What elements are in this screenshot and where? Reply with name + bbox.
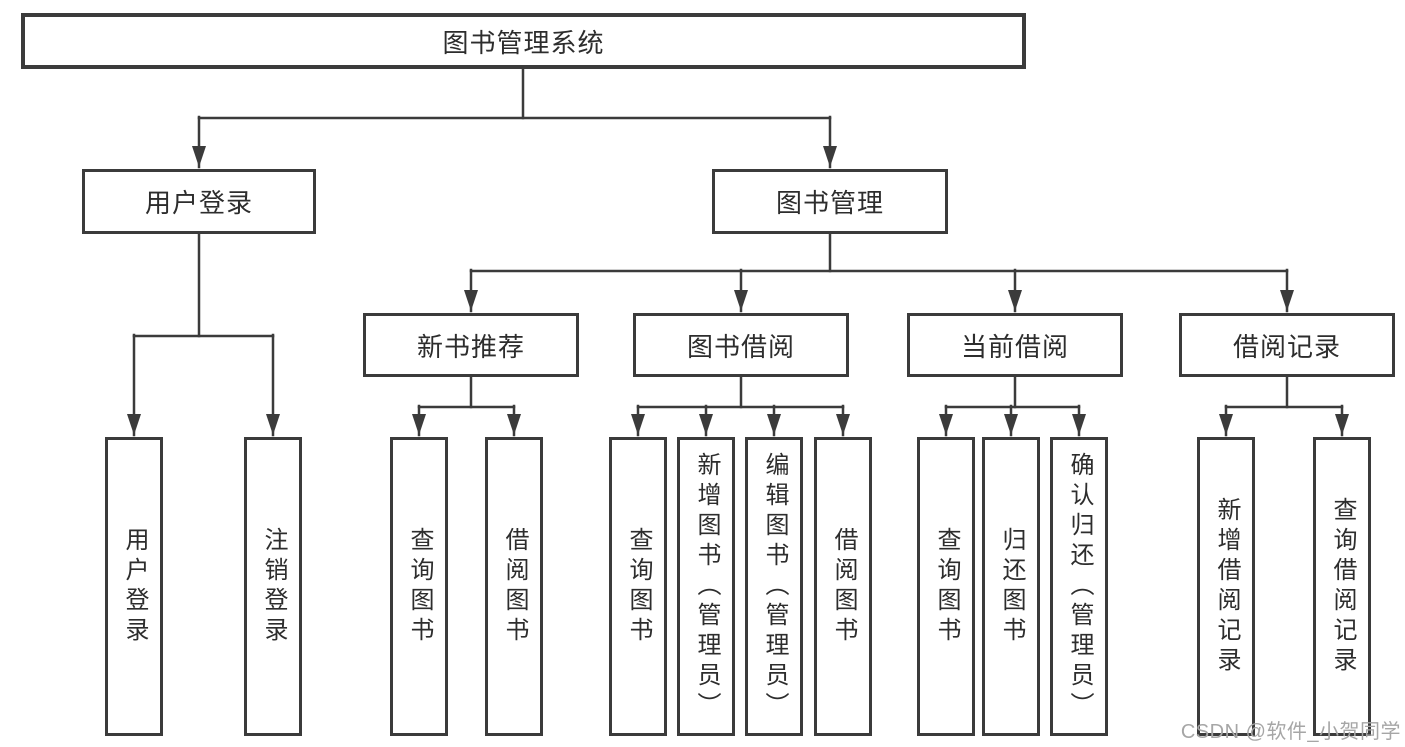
node-leaf-logout: 注销登录 <box>244 437 302 736</box>
connector-book-management-children <box>464 232 1294 313</box>
node-leaf-borrow-books: 借阅图书 <box>485 437 543 736</box>
connector-user-login-children <box>127 232 280 437</box>
node-leaf-confirm-return-admin: 确认归还（管理员） <box>1050 437 1108 736</box>
connector-book-borrowing-children <box>631 375 850 437</box>
node-leaf-query-books: 查询图书 <box>390 437 448 736</box>
node-book-borrowing: 图书借阅 <box>633 313 849 377</box>
node-leaf-edit-books-admin: 编辑图书（管理员） <box>745 437 803 736</box>
node-user-login: 用户登录 <box>82 169 316 234</box>
node-new-book-recommend: 新书推荐 <box>363 313 579 377</box>
node-leaf-add-books-admin: 新增图书（管理员） <box>677 437 735 736</box>
node-leaf-return-books: 归还图书 <box>982 437 1040 736</box>
connector-borrowing-records-children <box>1219 375 1349 437</box>
node-current-borrowing: 当前借阅 <box>907 313 1123 377</box>
node-book-management: 图书管理 <box>712 169 948 234</box>
connector-current-borrowing-children <box>939 375 1086 437</box>
connector-root-to-level2 <box>192 67 837 169</box>
node-leaf-borrow-books-2: 借阅图书 <box>814 437 872 736</box>
node-leaf-query-books-3: 查询图书 <box>917 437 975 736</box>
csdn-watermark: CSDN @软件_小贺同学 <box>1180 721 1401 743</box>
node-leaf-query-borrow-record: 查询借阅记录 <box>1313 437 1371 736</box>
node-library-system: 图书管理系统 <box>21 13 1026 69</box>
node-borrowing-records: 借阅记录 <box>1179 313 1395 377</box>
connector-new-book-recommend-children <box>412 375 521 437</box>
node-leaf-query-books-2: 查询图书 <box>609 437 667 736</box>
node-leaf-add-borrow-record: 新增借阅记录 <box>1197 437 1255 736</box>
node-leaf-user-login: 用户登录 <box>105 437 163 736</box>
